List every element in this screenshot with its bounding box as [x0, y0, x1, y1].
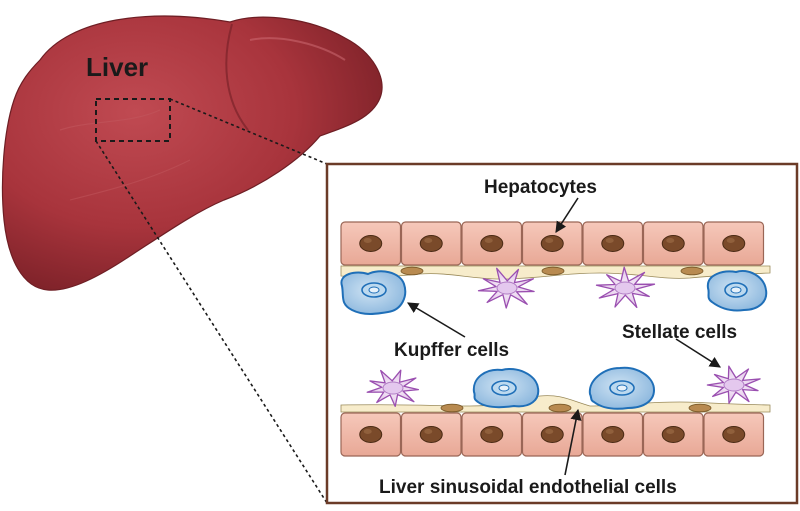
- liver-highlight: [249, 37, 346, 61]
- endothelial-nucleus: [548, 403, 572, 413]
- zoom-line-top: [169, 98, 328, 165]
- hepatocyte-nucleus: [601, 426, 625, 443]
- endothelial-nucleus: [680, 266, 704, 276]
- endothelial-nucleus: [400, 266, 424, 276]
- hepatocyte: [461, 221, 523, 266]
- stellate-nucleus: [382, 381, 404, 395]
- hepatocytes-label: Hepatocytes: [484, 177, 597, 198]
- liver-label: Liver: [86, 52, 148, 82]
- endothelial-nuclei-bottom: [440, 403, 712, 413]
- hepatocyte: [521, 412, 583, 457]
- hepatocyte-nucleus: [480, 426, 504, 443]
- hepatocyte: [582, 221, 644, 266]
- stellate-cell: [706, 365, 761, 404]
- hepatocyte-nucleus: [722, 235, 746, 252]
- endothelial-nuclei-top: [400, 266, 704, 276]
- hepatocyte: [461, 412, 523, 457]
- hepatocyte: [340, 412, 402, 457]
- kupffer-cells: [340, 270, 768, 410]
- kupffer-cell: [472, 368, 540, 409]
- endothelial-nucleus: [440, 403, 464, 413]
- zoom-region-box: [95, 98, 171, 142]
- stellate-nucleus: [723, 378, 745, 392]
- liver-shape: [1, 15, 383, 291]
- endothelial-nucleus: [688, 403, 712, 413]
- hepatocyte: [642, 412, 704, 457]
- stellate-label: Stellate cells: [622, 322, 737, 343]
- hepatocyte: [642, 221, 704, 266]
- stellate-cells: [366, 266, 761, 408]
- liver-lobe-line: [225, 23, 249, 131]
- arrow-stellate: [675, 338, 721, 368]
- kupffer-cell: [340, 270, 407, 315]
- liver-crease: [59, 109, 161, 131]
- hepatocyte-nucleus: [480, 235, 504, 252]
- stellate-cell: [595, 266, 656, 309]
- hepatocyte: [703, 412, 765, 457]
- stellate-nucleus: [614, 281, 636, 295]
- hepatocyte-nucleus: [661, 426, 685, 443]
- hepatocyte-nucleus: [419, 235, 443, 252]
- hepatocyte: [521, 221, 583, 266]
- hepatocyte-nucleus: [359, 235, 383, 252]
- hepatocyte-nucleus: [601, 235, 625, 252]
- arrow-hepatocytes: [555, 197, 579, 233]
- hepatocyte-nucleus: [419, 426, 443, 443]
- hepatocyte: [703, 221, 765, 266]
- stellate-nucleus: [496, 281, 518, 295]
- stellate-cell: [477, 267, 535, 309]
- hepatocyte-nucleus: [359, 426, 383, 443]
- arrow-lsec: [564, 408, 582, 476]
- stellate-cell: [366, 369, 420, 408]
- hepatocyte: [340, 221, 402, 266]
- hepatocyte-nucleus: [722, 426, 746, 443]
- arrow-kupffer: [407, 302, 466, 338]
- lsec-label: Liver sinusoidal endothelial cells: [379, 477, 677, 498]
- liver-crease-2: [69, 159, 191, 201]
- hepatocyte: [400, 412, 462, 457]
- liver-organ: Liver: [1, 15, 383, 291]
- kupffer-cell: [706, 270, 768, 312]
- kupffer-label: Kupffer cells: [394, 340, 509, 361]
- hepatocyte-nucleus: [540, 426, 564, 443]
- hepatocyte-row-bottom: [340, 412, 765, 457]
- kupffer-cell: [588, 366, 656, 410]
- hepatocyte-row-top: [340, 221, 765, 266]
- endothelial-nucleus: [541, 266, 565, 276]
- hepatocyte-nucleus: [540, 235, 564, 252]
- hepatocyte-nucleus: [661, 235, 685, 252]
- hepatocyte: [582, 412, 644, 457]
- hepatocyte: [400, 221, 462, 266]
